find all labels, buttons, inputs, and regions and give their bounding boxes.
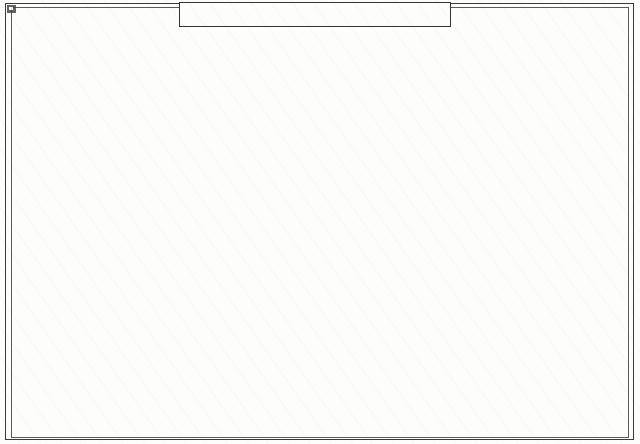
corner-fold-mark [7, 5, 16, 13]
sheet-border-inner [11, 7, 629, 438]
drawing-title-box [179, 2, 451, 27]
